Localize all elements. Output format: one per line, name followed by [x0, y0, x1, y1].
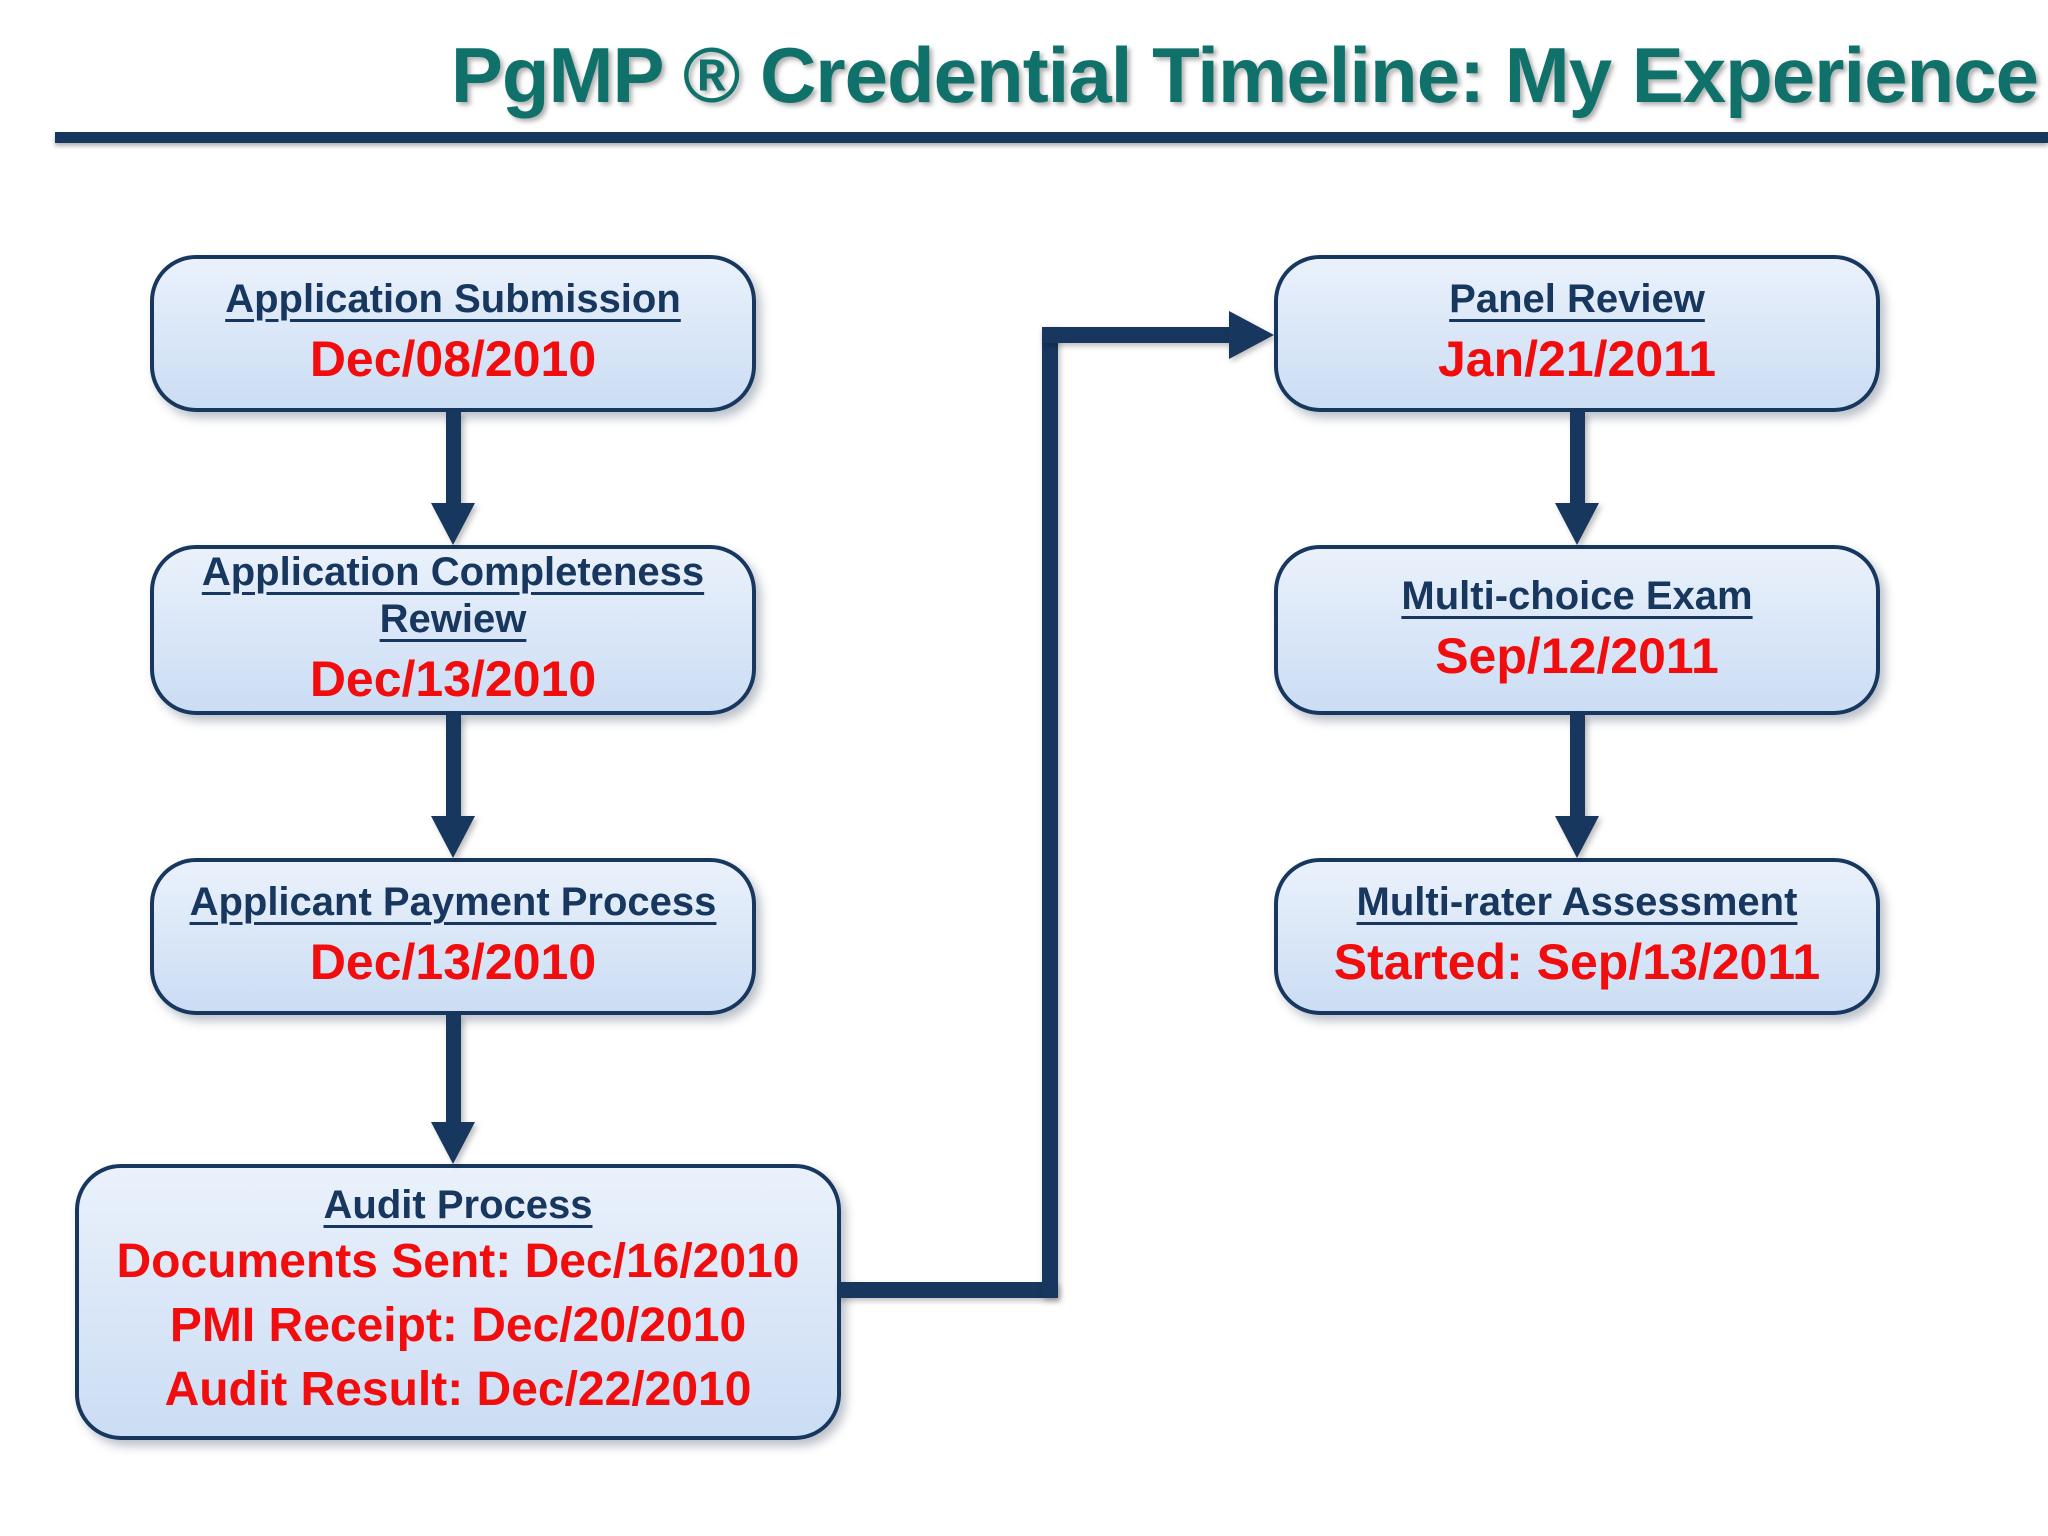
arrow-shaft	[1569, 715, 1585, 816]
box-date: Sep/12/2011	[1435, 627, 1719, 684]
box-date: Jan/21/2011	[1437, 331, 1717, 388]
box-date-pmi-receipt: PMI Receipt: Dec/20/2010	[169, 1299, 747, 1352]
box-heading: Applicant Payment Process	[189, 880, 717, 925]
box-date-audit-result: Audit Result: Dec/22/2010	[164, 1363, 752, 1417]
box-date-documents-sent: Documents Sent: Dec/16/2010	[116, 1234, 800, 1288]
arrow-head	[1555, 816, 1599, 858]
arrow-down-icon	[431, 1015, 475, 1164]
box-heading: Application Completeness Rewiew	[201, 550, 705, 641]
flow-box-panel-review: Panel Review Jan/21/2011	[1274, 255, 1880, 412]
arrow-down-icon	[431, 715, 475, 858]
flow-box-applicant-payment-process: Applicant Payment Process Dec/13/2010	[150, 858, 756, 1015]
arrow-shaft	[445, 412, 461, 503]
box-heading: Panel Review	[1449, 277, 1705, 322]
box-heading: Multi-choice Exam	[1401, 573, 1753, 618]
arrow-down-icon	[1555, 715, 1599, 858]
arrow-down-icon	[431, 412, 475, 545]
connector-vertical-segment	[1042, 327, 1058, 1298]
flow-box-multi-rater-assessment: Multi-rater Assessment Started: Sep/13/2…	[1274, 858, 1880, 1015]
box-date: Dec/13/2010	[309, 934, 597, 991]
arrow-shaft	[445, 715, 461, 816]
title-underline	[55, 132, 2048, 143]
box-date: Dec/08/2010	[309, 331, 597, 388]
arrow-head	[431, 816, 475, 858]
flow-box-audit-process: Audit Process Documents Sent: Dec/16/201…	[75, 1164, 841, 1440]
box-date: Started: Sep/13/2011	[1333, 934, 1821, 991]
flow-box-application-submission: Application Submission Dec/08/2010	[150, 255, 756, 412]
arrow-head	[431, 1122, 475, 1164]
arrow-down-icon	[1555, 412, 1599, 545]
connector-horizontal-segment-top	[1042, 327, 1232, 343]
arrow-shaft	[445, 1015, 461, 1122]
arrow-head	[431, 503, 475, 545]
arrow-head	[1555, 503, 1599, 545]
arrow-right-icon	[1229, 311, 1274, 359]
page-title: PgMP ® Credential Timeline: My Experienc…	[450, 31, 2039, 119]
box-heading: Audit Process	[323, 1183, 593, 1228]
box-heading: Application Submission	[225, 277, 681, 322]
flow-box-application-completeness-review: Application Completeness Rewiew Dec/13/2…	[150, 545, 756, 715]
flow-box-multi-choice-exam: Multi-choice Exam Sep/12/2011	[1274, 545, 1880, 715]
box-date: Dec/13/2010	[309, 651, 597, 708]
connector-horizontal-segment-bottom	[838, 1282, 1058, 1298]
arrow-shaft	[1569, 412, 1585, 503]
box-heading: Multi-rater Assessment	[1356, 880, 1798, 925]
